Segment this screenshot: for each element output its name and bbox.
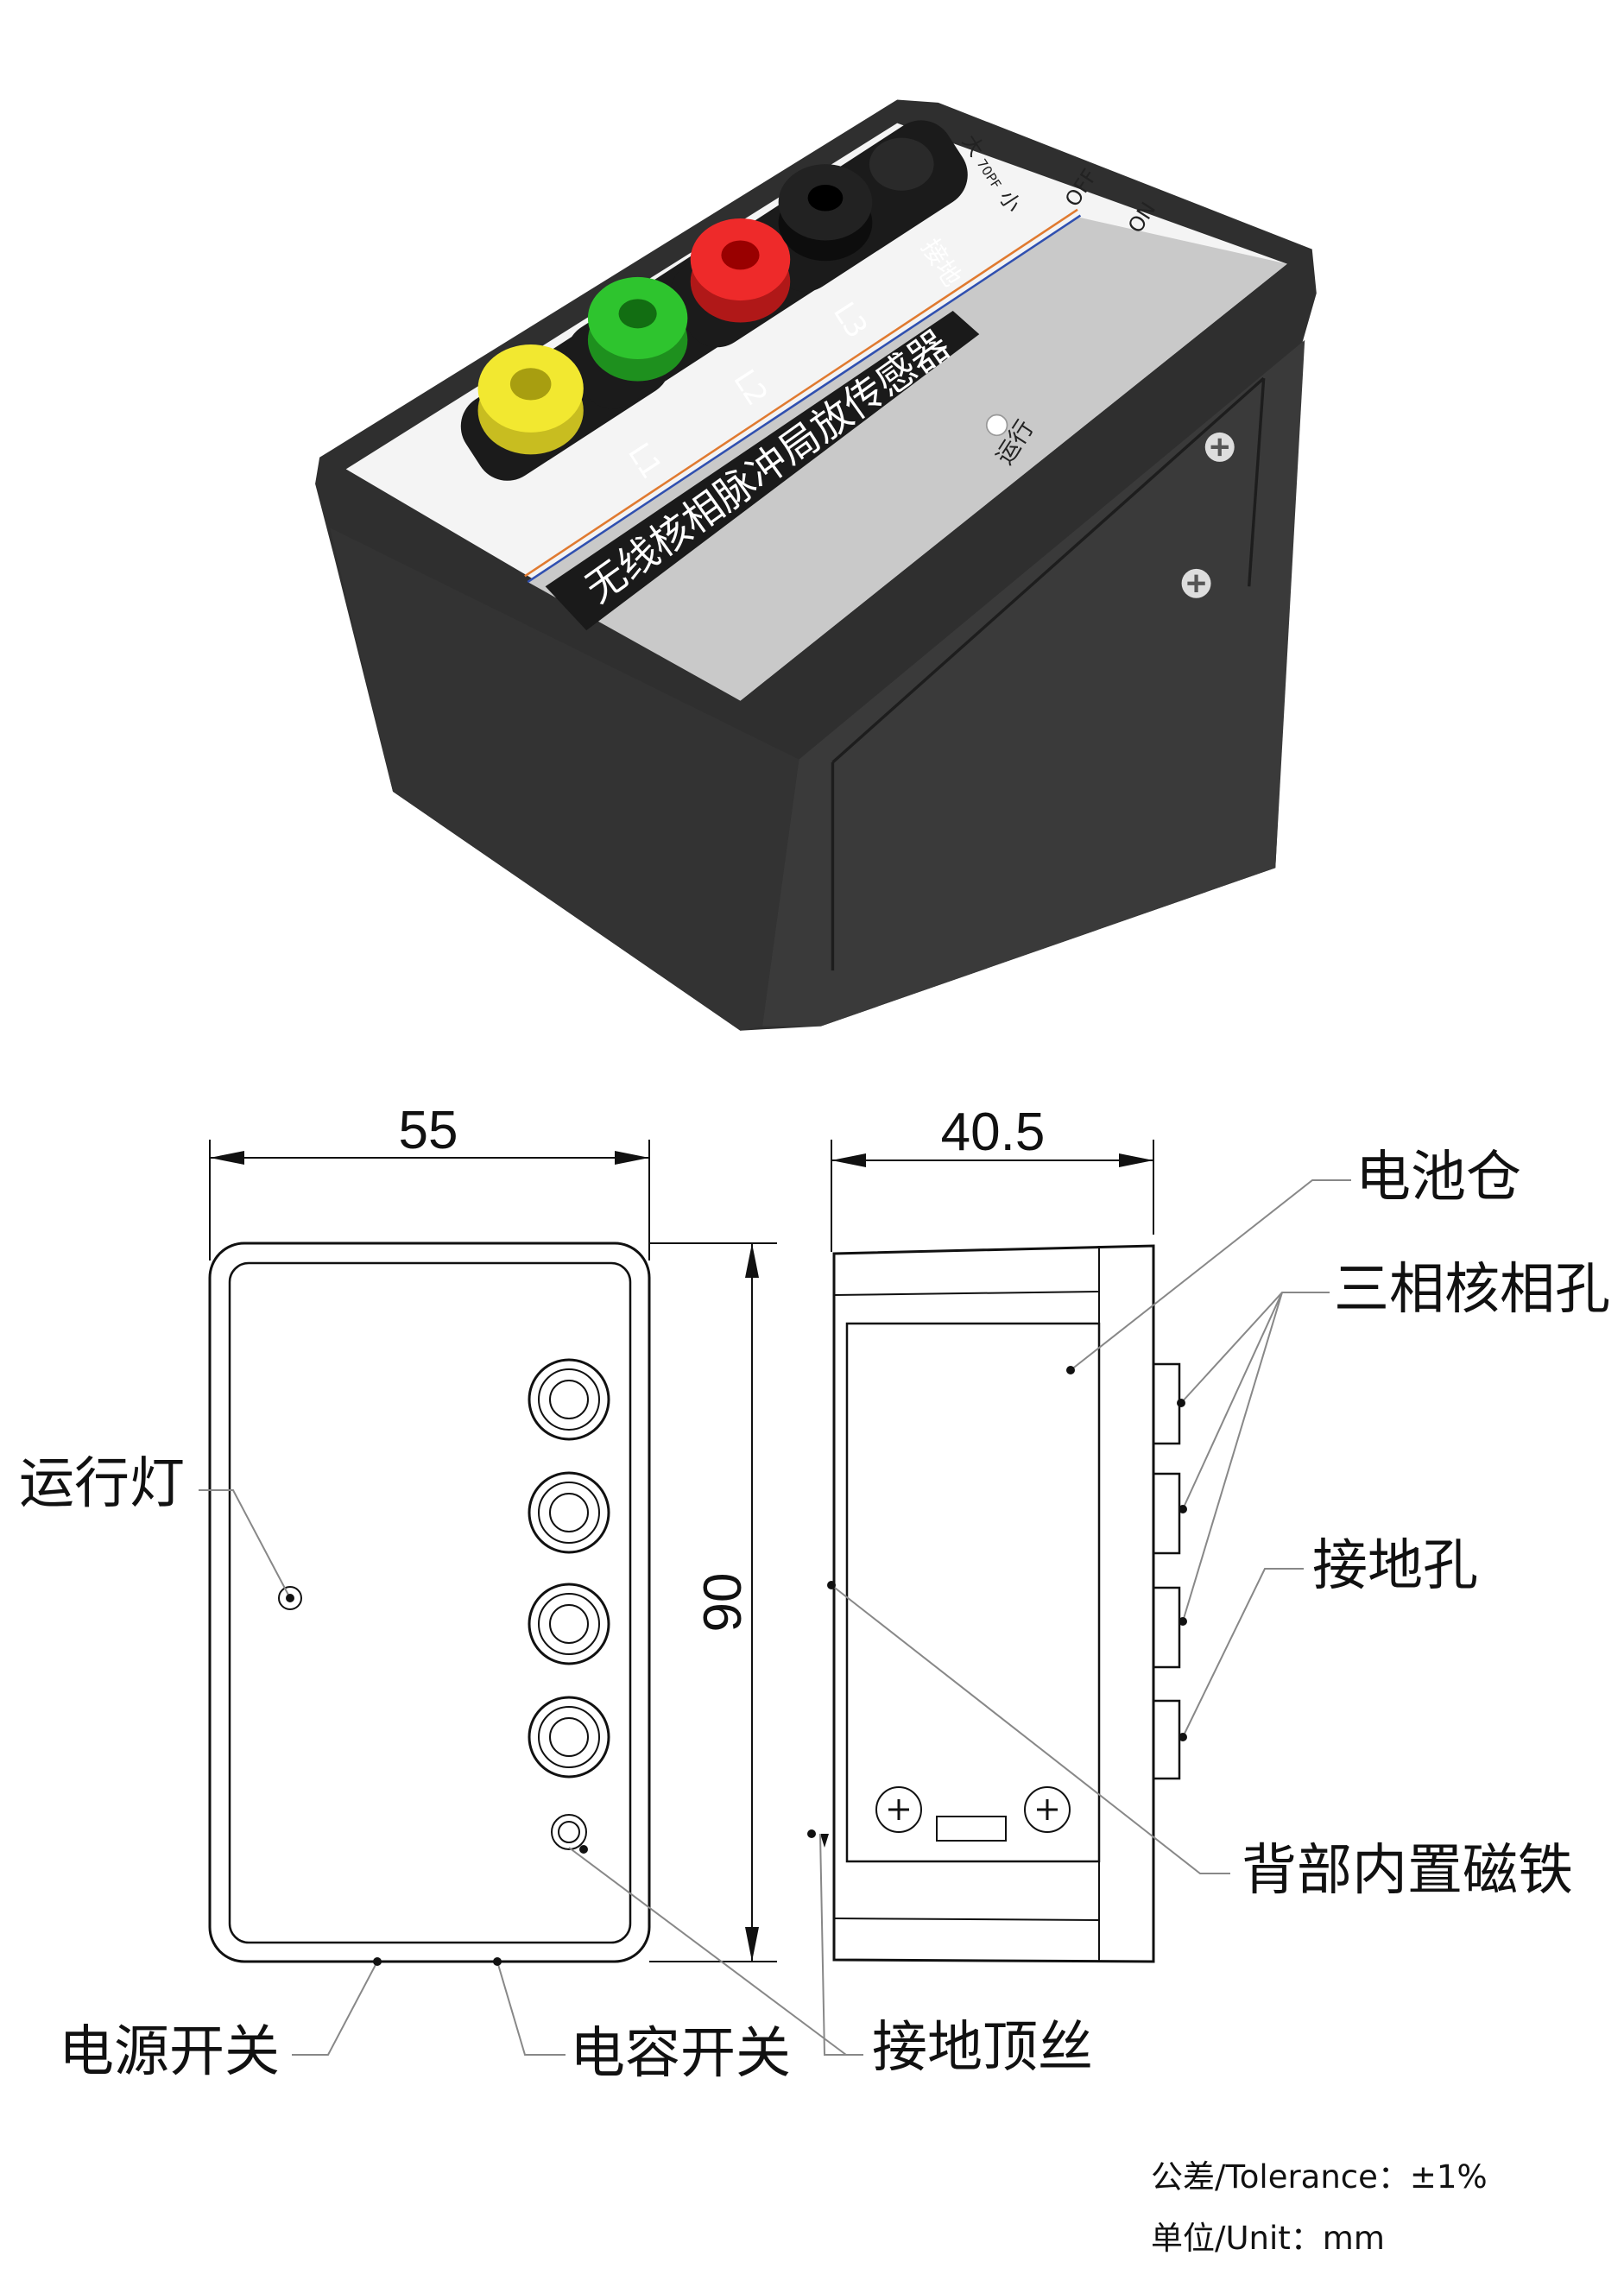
screw-icon [1024,1786,1071,1833]
jack-hole [528,1471,610,1554]
callout-run-light: 运行灯 [19,1452,185,1516]
callout-three-phase-holes: 三相核相孔 [1334,1258,1610,1322]
jack-l1[interactable] [477,344,584,455]
jack-hole [528,1583,610,1665]
device-render: 无线核相脉冲局放传感器 L1 L2 L3 接地 大 70PF 小 OFF ON … [315,99,1317,1031]
jack-tab [1152,1362,1181,1445]
tolerance-note: 公差/Tolerance：±1% [1151,2158,1488,2196]
leader-lines [199,1179,1351,2056]
jack-hole [528,1696,610,1779]
depth-dimension: 40.5 [941,1103,1046,1162]
callout-ground-hole: 接地孔 [1312,1534,1478,1598]
top-panel-grey [528,217,1287,701]
screw-icon [1204,432,1235,462]
run-led-outline [278,1586,302,1610]
jack-ground[interactable] [778,164,873,262]
battery-compartment [845,1322,1101,1863]
ground-screw-icon [551,1814,587,1850]
unit-note: 单位/Unit：mm [1151,2220,1385,2257]
capacitance-button[interactable] [869,137,934,191]
jack-tab [1152,1472,1181,1555]
screw-icon [875,1786,922,1833]
side-view: 40.5 [820,1103,1181,1963]
front-view: 55 90 [208,1101,777,1963]
jack-l2[interactable] [587,276,688,382]
callout-power-switch: 电源开关 [59,2020,280,2084]
device-front-face [330,528,799,1031]
callout-battery: 电池仓 [1355,1146,1521,1210]
jack-tab [1152,1586,1181,1669]
jack-l3[interactable] [690,218,791,323]
width-dimension: 55 [399,1101,458,1160]
callout-cap-switch: 电容开关 [570,2022,791,2086]
callout-magnet: 背部内置磁铁 [1242,1839,1573,1903]
device-side-face [761,339,1305,1027]
jack-hole [528,1358,610,1441]
run-led [985,414,1008,437]
jack-tab [1152,1699,1181,1780]
callout-ground-screw: 接地顶丝 [872,2016,1093,2080]
screw-icon [1181,568,1211,598]
height-dimension: 90 [693,1573,753,1633]
